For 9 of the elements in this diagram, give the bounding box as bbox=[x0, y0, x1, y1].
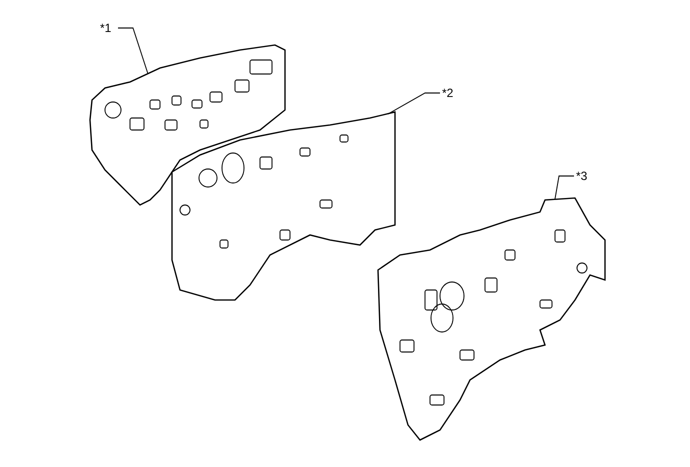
leader-line bbox=[118, 28, 148, 74]
callout-number: *3 bbox=[576, 170, 588, 182]
insulator-panel-drawing bbox=[89, 44, 286, 206]
callout-number: *2 bbox=[442, 87, 454, 99]
leader-line bbox=[554, 176, 574, 200]
callout-number: *1 bbox=[100, 22, 112, 34]
insulator-panel-drawing bbox=[377, 197, 606, 441]
leader-line bbox=[388, 92, 440, 114]
insulator-panel-drawing bbox=[171, 111, 396, 301]
